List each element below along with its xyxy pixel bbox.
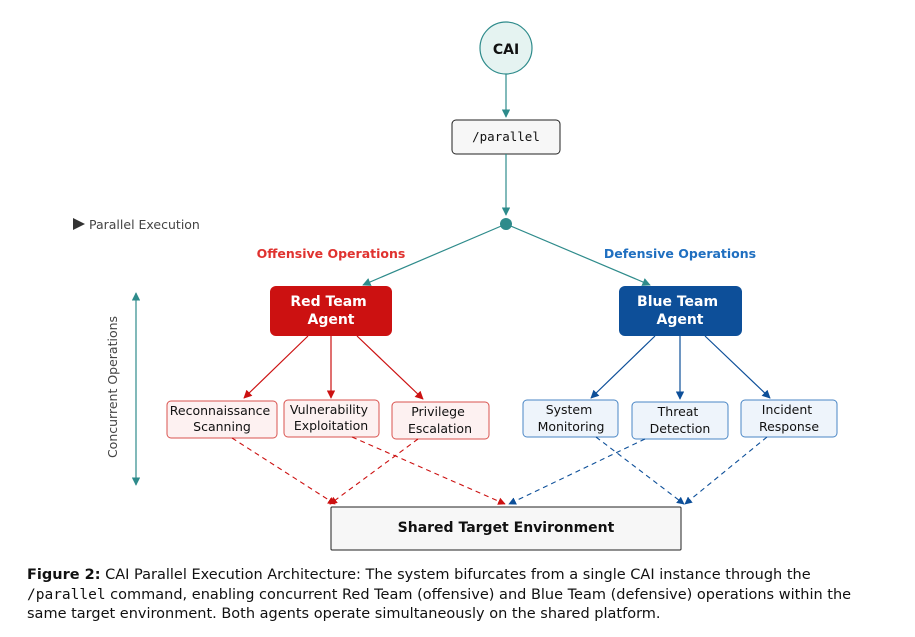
figure-label: Figure 2: <box>27 567 101 583</box>
concurrent-operations-label: Concurrent Operations <box>105 316 120 458</box>
priv-escalation-label: Privilege Escalation <box>408 404 472 436</box>
incident-response-node <box>740 399 838 438</box>
threat-detection-node <box>631 401 729 440</box>
parallel-command-label: /parallel <box>472 129 540 144</box>
offensive-operations-label: Offensive Operations <box>257 246 406 261</box>
blue-to-incident-arrow <box>704 335 771 399</box>
red-to-priv-arrow <box>356 335 424 400</box>
priv-escalation-node <box>391 401 490 440</box>
vuln-exploitation-label: Vulnerability Exploitation <box>290 402 372 433</box>
blue-team-agent-node <box>619 286 742 336</box>
red-team-agent-node <box>270 286 392 336</box>
threat-detection-label: Threat Detection <box>650 404 711 436</box>
priv-to-shared-arrow <box>329 438 419 505</box>
figure-caption: Figure 2: CAI Parallel Execution Archite… <box>27 566 889 625</box>
vuln-to-shared-arrow <box>351 436 506 505</box>
system-monitoring-label: System Monitoring <box>538 402 605 434</box>
caption-code: /parallel <box>27 586 106 603</box>
defensive-operations-label: Defensive Operations <box>604 246 756 261</box>
recon-scanning-label: Reconnaissance Scanning <box>170 403 274 434</box>
architecture-diagram: CAI /parallel Parallel Execution Offensi… <box>73 21 838 551</box>
caption-text-1: CAI Parallel Execution Architecture: The… <box>100 567 811 583</box>
red-team-agent-label: Red Team Agent <box>290 294 371 328</box>
split-to-red-agent-arrow <box>362 223 507 286</box>
parallel-execution-marker-icon <box>73 218 85 230</box>
blue-team-agent-label: Blue Team Agent <box>637 294 723 328</box>
system-monitoring-node <box>522 399 619 438</box>
shared-target-environment-label: Shared Target Environment <box>398 520 615 536</box>
vuln-exploitation-node <box>283 399 380 438</box>
threat-to-shared-arrow <box>508 438 646 505</box>
incident-response-label: Incident Response <box>759 402 819 434</box>
caption-text-2: command, enabling concurrent Red Team (o… <box>27 586 852 623</box>
recon-scanning-node <box>166 400 278 439</box>
shared-target-environment-node <box>330 506 682 551</box>
red-to-recon-arrow <box>243 335 309 399</box>
blue-to-sysmon-arrow <box>590 335 656 399</box>
recon-to-shared-arrow <box>231 437 336 505</box>
parallel-execution-label: Parallel Execution <box>89 217 200 232</box>
split-to-blue-agent-arrow <box>505 223 651 286</box>
cai-label: CAI <box>493 42 519 58</box>
incident-to-shared-arrow <box>684 436 768 505</box>
sysmon-to-shared-arrow <box>595 436 685 505</box>
